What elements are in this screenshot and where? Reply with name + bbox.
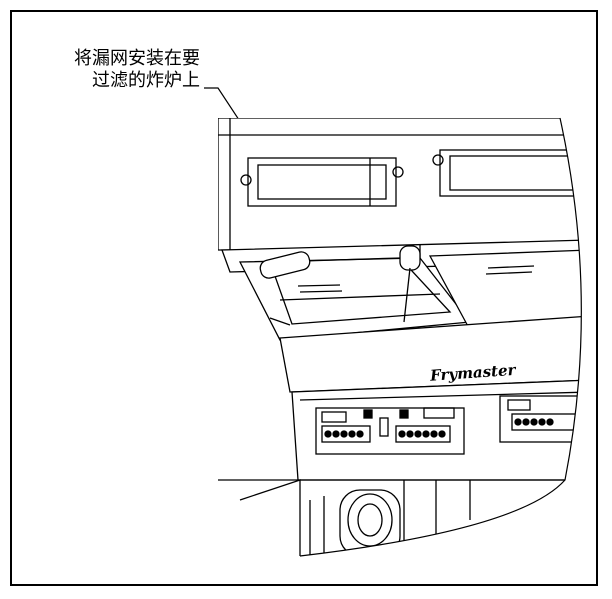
control-module-right [499,395,582,443]
callout-line-2: 过滤的炸炉上 [92,70,200,91]
callout-line-1: 将漏网安装在要 [74,48,200,69]
filter-screen [238,245,472,341]
flue-opening-right [432,149,582,197]
flue-opening-left [240,157,404,207]
control-panel [279,315,582,393]
fryer-back-panel [218,118,582,251]
control-module-left [315,407,465,455]
callout-label: 将漏网安装在要 过滤的炸炉上 [30,48,200,92]
vignette-outline [299,117,582,557]
cabinet-front [291,379,582,481]
lower-cabinet [218,479,582,556]
right-frypot [428,249,582,331]
